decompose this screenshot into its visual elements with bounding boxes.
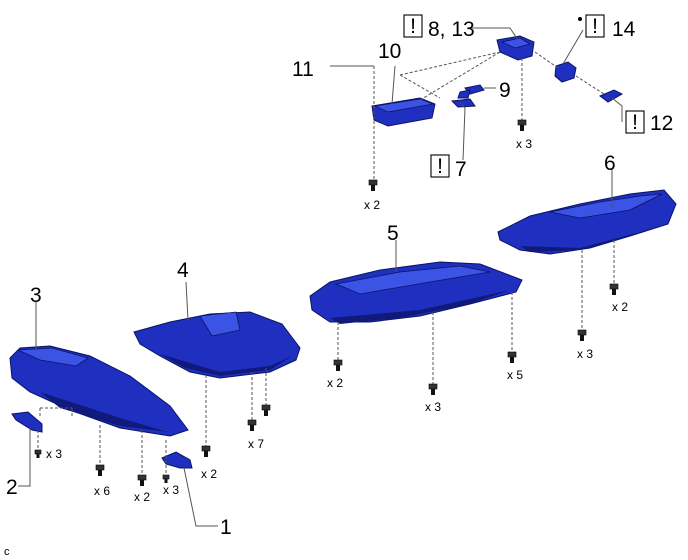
part-label-14: 14 xyxy=(612,18,636,41)
warning-box-icon: ! xyxy=(625,110,645,134)
part-label-9: 9 xyxy=(499,79,511,102)
part-label-10: 10 xyxy=(378,40,401,63)
part-8-13-component xyxy=(496,35,535,61)
leader-line xyxy=(459,102,466,161)
warning-box-icon: ! xyxy=(403,14,423,38)
quantity-label: x 3 xyxy=(577,347,593,361)
part-2-component xyxy=(11,411,43,433)
leader-line xyxy=(18,428,31,487)
part-label-1: 1 xyxy=(220,516,232,539)
part-6-component xyxy=(497,189,677,255)
part-7-component xyxy=(450,98,476,108)
leader-line xyxy=(562,29,584,65)
leader-line xyxy=(611,97,623,122)
svg-text:!: ! xyxy=(437,155,443,178)
bolt-icon xyxy=(162,474,170,483)
quantity-label: x 3 xyxy=(425,400,441,414)
dash-line xyxy=(534,51,559,69)
bolt-icon xyxy=(428,383,438,395)
quantity-label: x 2 xyxy=(612,300,628,314)
bolt-icon xyxy=(333,359,343,371)
part-12-component xyxy=(599,89,624,103)
bullet-dot-icon xyxy=(578,17,582,21)
svg-text:!: ! xyxy=(410,15,416,38)
bolt-icon xyxy=(507,351,517,363)
quantity-label: x 2 xyxy=(327,376,343,390)
warning-box-icon: ! xyxy=(585,14,605,38)
quantity-label: x 6 xyxy=(94,484,110,498)
quantity-label: x 5 xyxy=(507,368,523,382)
bolt-icon xyxy=(247,419,257,431)
bolt-icon xyxy=(368,179,378,191)
quantity-label: x 3 xyxy=(163,483,179,497)
part-9-component xyxy=(457,84,485,99)
quantity-label: x 7 xyxy=(248,437,264,451)
part-4-component xyxy=(133,311,301,379)
quantity-label: x 2 xyxy=(364,198,380,212)
dash-line xyxy=(399,51,501,76)
part-label-12: 12 xyxy=(650,112,673,135)
part-label-2: 2 xyxy=(6,476,18,499)
corner-label: c xyxy=(4,546,10,558)
warning-box-icon: ! xyxy=(430,154,450,178)
leader-line xyxy=(183,467,218,527)
svg-text:!: ! xyxy=(632,111,638,134)
dash-line xyxy=(419,51,501,101)
quantity-label: x 3 xyxy=(46,447,62,461)
quantity-label: x 2 xyxy=(134,490,150,504)
part-label-3: 3 xyxy=(30,284,42,307)
part-label-8-13: 8, 13 xyxy=(428,18,475,41)
bolt-icon xyxy=(261,404,271,416)
dash-line xyxy=(399,74,441,99)
part-14-component xyxy=(554,61,577,83)
part-10-component xyxy=(371,97,436,127)
bolt-icon xyxy=(577,329,587,341)
part-label-11: 11 xyxy=(292,58,314,81)
leader-line xyxy=(391,65,396,105)
bolt-icon xyxy=(34,449,42,458)
part-3-component xyxy=(9,345,189,437)
leader-line xyxy=(185,281,189,321)
bolt-icon xyxy=(137,474,147,486)
quantity-label: x 2 xyxy=(201,467,217,481)
part-label-7: 7 xyxy=(455,158,467,181)
part-1-component xyxy=(161,451,193,469)
bolt-icon xyxy=(201,445,211,457)
part-label-4: 4 xyxy=(177,259,189,282)
quantity-label: x 3 xyxy=(516,137,532,151)
part-label-6: 6 xyxy=(604,152,616,175)
part-label-5: 5 xyxy=(387,222,399,245)
leader-line xyxy=(470,27,519,41)
part-5-component xyxy=(309,261,523,324)
svg-text:!: ! xyxy=(592,15,598,38)
bolt-icon xyxy=(517,119,527,131)
dash-line xyxy=(575,75,605,95)
bolt-icon xyxy=(609,283,619,295)
bolt-icon xyxy=(95,464,105,476)
